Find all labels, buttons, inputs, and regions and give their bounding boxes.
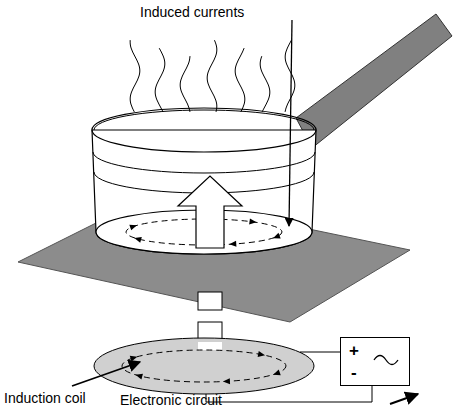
field-arrow-stem [198, 292, 222, 310]
pot-inner-rim [94, 110, 314, 130]
current-arrowhead [130, 354, 138, 362]
steam-wisp [155, 48, 165, 112]
steam-wisp [285, 40, 295, 112]
terminal-sign: - [351, 364, 357, 381]
pot-rim [92, 108, 316, 152]
ac-symbol [374, 356, 398, 365]
steam-wisp [235, 48, 245, 112]
current-arrowhead [272, 233, 281, 241]
steam [130, 40, 295, 112]
pot-line [93, 152, 315, 173]
terminal-sign: + [349, 342, 359, 359]
current-arrowhead [258, 351, 266, 358]
label: Electronic circuit [120, 392, 222, 408]
current-arrowhead [223, 378, 230, 384]
current-arrowhead [272, 370, 281, 378]
wire [300, 352, 340, 353]
label: Induced currents [140, 4, 244, 20]
leader-arrow [72, 362, 140, 386]
pot-body [92, 130, 316, 254]
steam-wisp [180, 56, 190, 112]
steam-wisp [130, 40, 140, 112]
current-arrowhead [249, 218, 257, 225]
label: Induction coil [4, 390, 86, 406]
current-arrowhead [135, 372, 143, 380]
field-arrow-stem [198, 342, 222, 350]
leader-arrow [289, 20, 292, 226]
circuit-box: +- [340, 337, 410, 386]
steam-wisp [207, 40, 217, 112]
current-arrowhead [129, 222, 138, 230]
steam-wisp [260, 56, 270, 112]
current-arrowhead [133, 235, 141, 243]
pan-handle [296, 14, 452, 148]
current-arrowhead [229, 241, 236, 247]
coil-arrows [130, 351, 281, 385]
leader-arrow [390, 394, 418, 404]
wire [206, 386, 372, 402]
field-arrow [178, 176, 242, 248]
coil-current-loop [122, 350, 286, 382]
